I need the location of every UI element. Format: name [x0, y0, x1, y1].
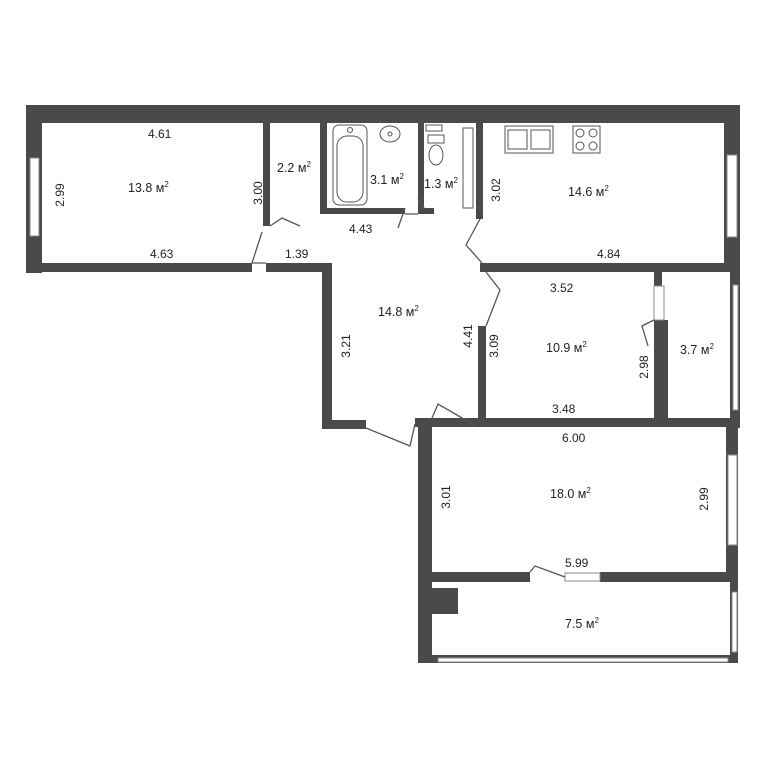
- sink-drain-icon: [387, 131, 393, 137]
- stove-icon: [572, 125, 601, 154]
- room-areas: 13.8 м2 2.2 м2 3.1 м2 1.3 м2 14.6 м2 14.…: [128, 160, 714, 631]
- door-wc: [417, 197, 425, 209]
- area-closet: 3.7 м2: [680, 342, 714, 357]
- wall-balcony-left: [418, 572, 432, 662]
- dim-left-side: 2.99: [53, 183, 67, 207]
- bath-faucet-icon: [347, 127, 353, 133]
- window-living: [727, 454, 738, 546]
- dim-corr-side: 3.00: [251, 181, 265, 205]
- wall-bath-wc: [418, 123, 424, 214]
- dim-living-left: 3.01: [439, 485, 453, 509]
- kitchen-sink-bowl-right: [530, 129, 551, 150]
- area-kitchen: 14.6 м2: [568, 184, 609, 199]
- burner-icon: [575, 141, 585, 151]
- dim-kitchen-bottom: 4.84: [597, 247, 621, 261]
- wall-living-bottom-left: [432, 572, 530, 582]
- dim-living-bottom: 5.99: [565, 556, 589, 570]
- balcony-door-glass: [564, 572, 601, 582]
- area-bedroom: 10.9 м2: [546, 340, 587, 355]
- wc-cabinet-icon: [462, 127, 474, 209]
- dim-hall-right: 4.41: [461, 324, 475, 348]
- area-balcony: 7.5 м2: [565, 616, 599, 631]
- toilet-bowl-icon: [428, 144, 444, 166]
- door-closet: [641, 319, 655, 347]
- window-balcony-side: [731, 591, 738, 653]
- window-left-room: [29, 157, 40, 237]
- door-hall-entry: [365, 423, 416, 447]
- wall-corridor-bath: [320, 123, 327, 213]
- door-bedroom: [485, 271, 501, 327]
- balcony-column: [432, 588, 458, 614]
- door-kitchen: [465, 218, 483, 264]
- toilet-tank-icon: [427, 134, 445, 144]
- wall-left-corridor: [263, 123, 270, 226]
- dim-bath-bottom: 4.43: [349, 222, 373, 236]
- bathtub-icon: [332, 124, 368, 206]
- dim-living-top: 6.00: [562, 431, 586, 445]
- dim-left-bottom: 4.63: [150, 247, 174, 261]
- kitchen-sink-icon: [504, 125, 554, 154]
- wall-bedroom-left: [478, 326, 486, 426]
- area-wc: 1.3 м2: [424, 176, 458, 191]
- wall-hall-left: [322, 263, 332, 428]
- wall-top: [26, 105, 740, 123]
- dim-corr-bottom: 1.39: [285, 247, 309, 261]
- window-balcony-bottom: [437, 657, 729, 663]
- dim-living-right: 2.99: [697, 487, 711, 511]
- bathtub-inner: [336, 135, 364, 203]
- door-toilet-hall: [269, 217, 301, 227]
- wall-hall-bottom-left: [322, 420, 366, 429]
- burner-icon: [575, 128, 585, 138]
- door-left-room: [251, 231, 266, 264]
- doors: [251, 197, 655, 578]
- fixtures: [332, 124, 601, 209]
- area-left-room: 13.8 м2: [128, 180, 169, 195]
- windows: [29, 154, 739, 663]
- area-bath: 3.1 м2: [370, 172, 404, 187]
- dim-bed-bottom: 3.48: [552, 402, 576, 416]
- wall-hall-top-left: [266, 263, 332, 272]
- dimensions: 4.61 2.99 4.63 3.00 4.43 1.39 3.02 4.84 …: [53, 127, 711, 570]
- window-kitchen: [726, 154, 738, 238]
- dim-bed-top: 3.52: [550, 281, 574, 295]
- window-closet: [732, 284, 739, 411]
- wall-wc-bottom: [424, 208, 434, 214]
- wall-bed-closet: [654, 320, 668, 420]
- dim-kitchen-side: 3.02: [489, 178, 503, 202]
- wall-bed-closet-top: [654, 272, 662, 286]
- door-living: [431, 403, 477, 427]
- sink-icon: [379, 125, 401, 143]
- dim-bed-left: 3.09: [487, 334, 501, 358]
- dim-closet-side: 2.98: [637, 355, 651, 379]
- wall-kitchen-bottom: [480, 263, 740, 272]
- closet-window: [653, 285, 665, 321]
- area-living: 18.0 м2: [550, 486, 591, 501]
- wall-living-top: [415, 418, 740, 427]
- door-bath: [397, 207, 418, 229]
- wc-shelf-icon: [425, 124, 443, 132]
- kitchen-sink-bowl-left: [507, 129, 528, 150]
- area-toilet-hall: 2.2 м2: [277, 160, 311, 175]
- burner-icon: [588, 128, 598, 138]
- area-hall: 14.8 м2: [378, 304, 419, 319]
- door-balcony: [529, 565, 566, 578]
- wall-living-bottom-right: [600, 572, 738, 582]
- dim-hall-left: 3.21: [339, 334, 353, 358]
- wall-bath-bottom: [320, 208, 405, 214]
- wall-wc-kitchen: [476, 123, 483, 219]
- dim-left-top: 4.61: [148, 127, 172, 141]
- wall-left-room-bottom: [26, 263, 252, 272]
- burner-icon: [588, 141, 598, 151]
